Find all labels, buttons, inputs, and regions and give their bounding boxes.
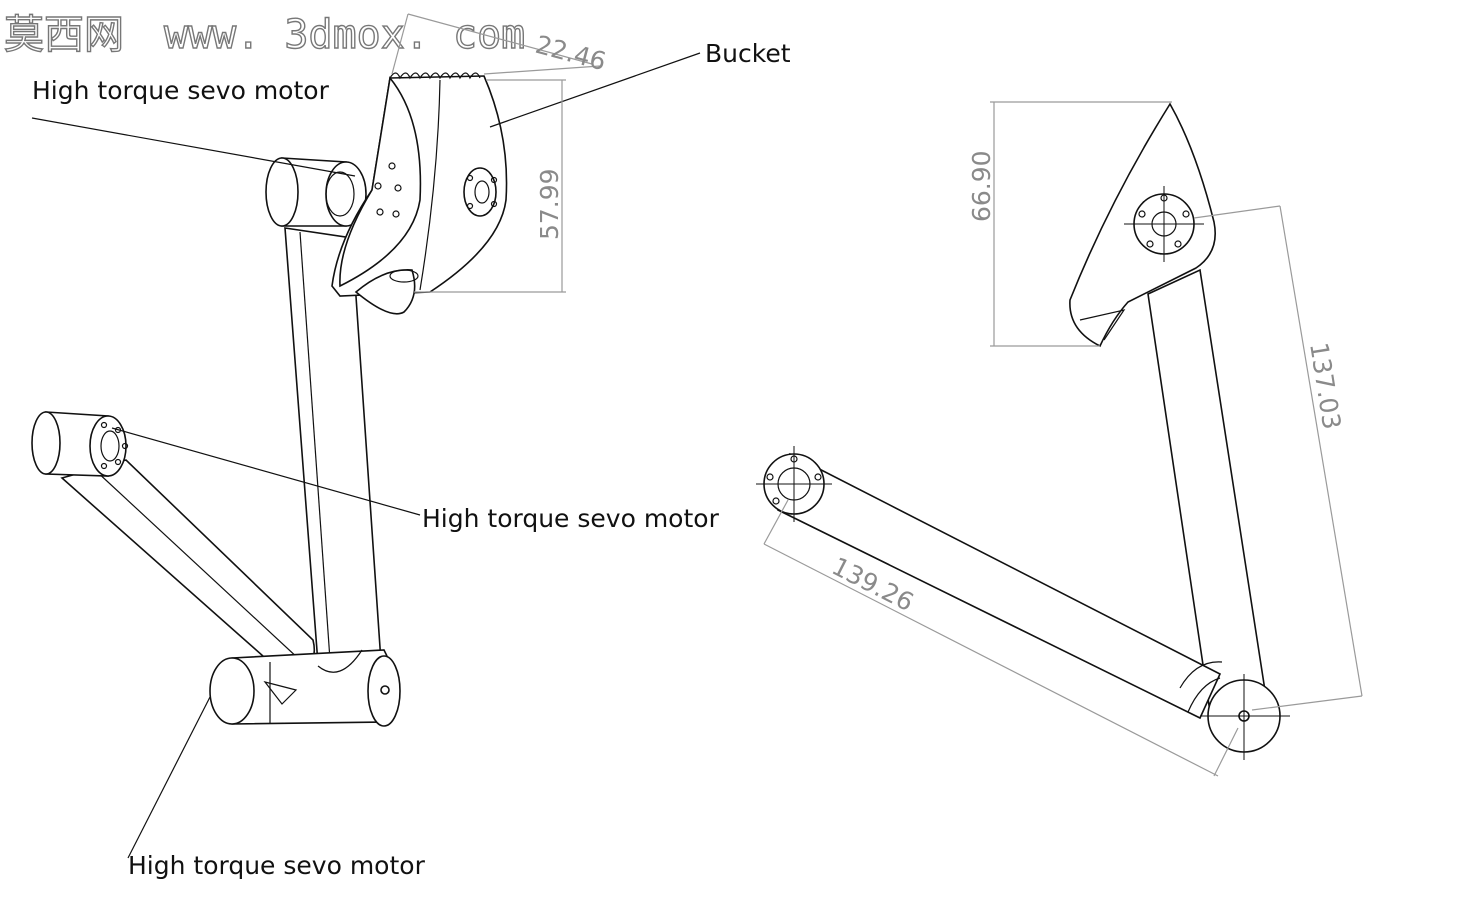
leader-motor-middle [111,427,421,516]
leader-bucket [489,52,701,128]
label-motor-middle: High torque sevo motor [422,504,720,533]
leader-motor-top [31,117,356,177]
label-motor-bottom: High torque sevo motor [128,851,426,880]
dim-bucket-height: 57.99 [414,79,566,293]
base-motor [31,411,129,477]
dim-bucket-height-value: 57.99 [535,168,564,240]
dim-lower-arm: 139.26 [763,499,1239,777]
left-isometric-view: 22.46 57.99 Bucket High torque sevo moto… [31,13,791,880]
lower-arm-link [60,459,315,681]
watermark-chinese: 莫西网 [4,12,124,58]
dim-end-height-value: 66.90 [967,150,996,222]
label-bucket: Bucket [705,39,791,68]
side-end-effector [1069,102,1216,348]
right-side-view: 66.90 137.03 139.26 [756,101,1363,777]
side-base-joint [756,446,832,522]
elbow-joint [209,649,401,727]
bucket [331,72,508,315]
watermark: 莫西网 www. 3dmox. com [3,11,526,58]
wrist-motor [265,157,367,227]
dim-end-height: 66.90 [967,101,1172,347]
leader-motor-bottom [127,696,211,859]
side-elbow-joint [1200,674,1290,760]
label-motor-top: High torque sevo motor [32,76,330,105]
watermark-url: www. 3dmox. com [164,12,525,58]
